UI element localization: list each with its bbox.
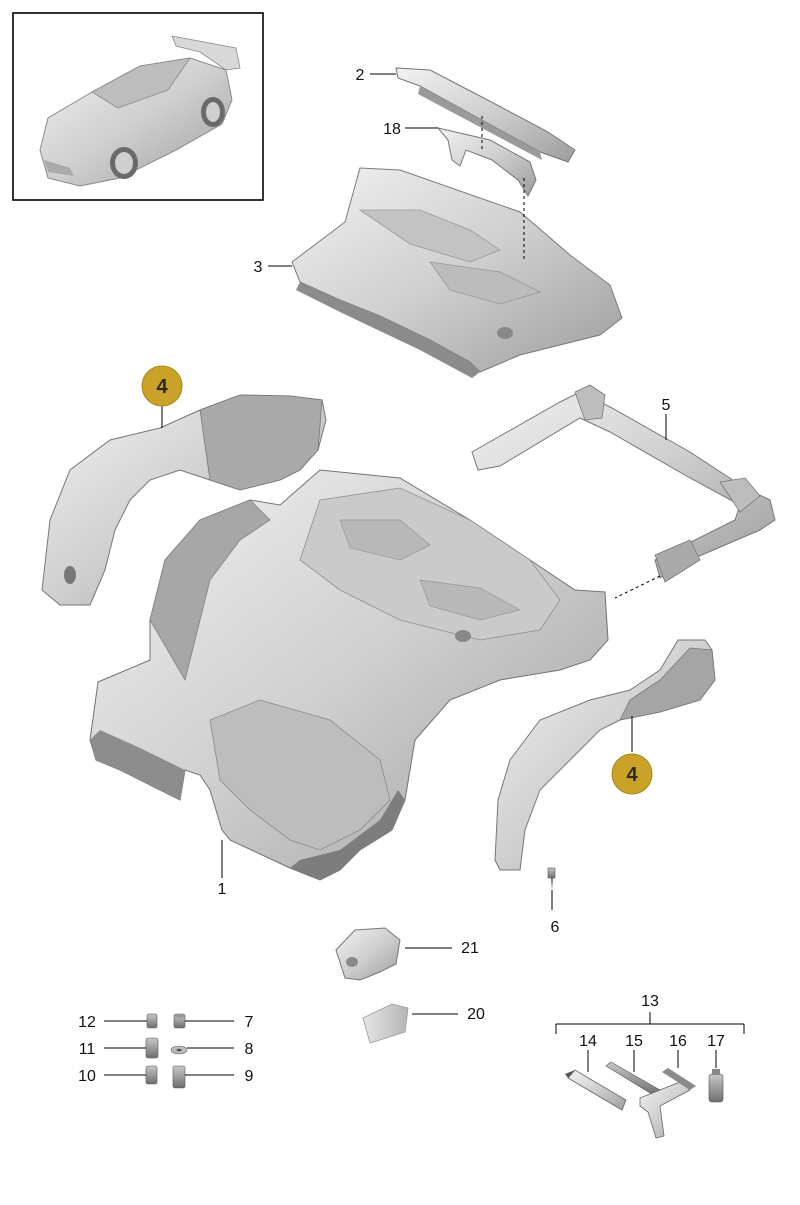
callout-10: 10 (78, 1068, 96, 1085)
part-18-bracket (436, 127, 537, 198)
part-14-tube (565, 1069, 627, 1111)
part-4-wheel-arch-right (494, 639, 716, 871)
callout-20: 20 (467, 1006, 485, 1023)
part-11-spacer (145, 1037, 159, 1059)
callout-9: 9 (245, 1068, 254, 1085)
callout-14: 14 (579, 1033, 597, 1050)
callout-1: 1 (218, 881, 227, 898)
car-icon (39, 35, 241, 187)
callout-6: 6 (551, 919, 560, 936)
callout-badge-4-right: 4 (611, 753, 653, 795)
leader-lines (104, 73, 745, 1076)
callout-4-left: 4 (156, 376, 168, 398)
callout-12: 12 (78, 1014, 96, 1031)
part-8-washer (170, 1045, 188, 1055)
callout-17: 17 (707, 1033, 725, 1050)
callout-3: 3 (254, 259, 263, 276)
callout-labels: 2 18 3 5 1 6 21 20 12 7 11 8 10 9 13 14 … (78, 67, 725, 1085)
part-15-cartridge (605, 1061, 661, 1097)
part-3-rear-panel (291, 167, 623, 378)
part-21-bracket (335, 927, 401, 981)
part-9-spacer (172, 1065, 186, 1089)
callout-5: 5 (662, 397, 671, 414)
vehicle-thumbnail (12, 12, 264, 201)
part-12-spacer (146, 1013, 158, 1029)
callout-18: 18 (383, 121, 401, 138)
callout-4-right: 4 (626, 764, 638, 786)
part-6-bolt (547, 867, 556, 890)
part-2-crossmember (395, 67, 576, 163)
part-5-rear-frame (471, 384, 776, 583)
callout-8: 8 (245, 1041, 254, 1058)
callout-21: 21 (461, 940, 479, 957)
part-10-spacer (145, 1065, 158, 1085)
callout-7: 7 (245, 1014, 254, 1031)
callout-13: 13 (641, 993, 659, 1010)
part-1-rear-floor-assembly (89, 469, 609, 881)
callout-16: 16 (669, 1033, 687, 1050)
part-20-patch (362, 1003, 409, 1044)
part-7-spacer (173, 1013, 186, 1029)
callout-15: 15 (625, 1033, 643, 1050)
callout-badge-4-left: 4 (141, 365, 183, 407)
part-17-bottle (708, 1069, 724, 1103)
callout-11: 11 (79, 1041, 96, 1058)
part-4-wheel-arch-left (41, 394, 327, 606)
part-16-nozzle-gun (639, 1068, 696, 1139)
callout-2: 2 (356, 67, 365, 84)
